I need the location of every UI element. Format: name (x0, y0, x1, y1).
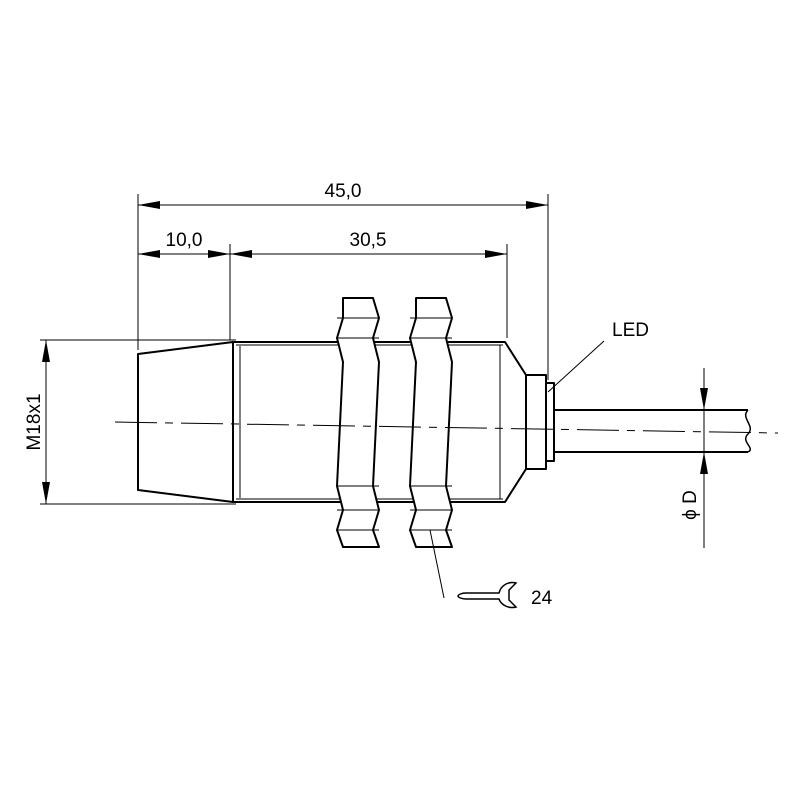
sensing-face (137, 341, 234, 503)
dimension-thread-length: 30,5 (230, 230, 507, 258)
dimension-front-length: 10,0 (138, 230, 230, 258)
dimension-thread-size: M18x1 (24, 340, 50, 504)
wrench-callout: 24 (429, 529, 553, 609)
wrench-size-label: 24 (531, 588, 553, 609)
cable (552, 409, 751, 453)
cable-diameter-label: ϕ D (680, 490, 701, 520)
led-callout: LED (547, 320, 649, 393)
rear-cap (525, 374, 555, 470)
led-label: LED (612, 320, 649, 341)
center-line (114, 421, 779, 434)
extension-lines (40, 194, 549, 505)
dimension-overall-length: 45,0 (138, 181, 548, 209)
front-length-label: 10,0 (166, 230, 203, 251)
overall-length-label: 45,0 (325, 181, 362, 202)
hex-nut-2 (409, 297, 453, 548)
hex-nut-1 (336, 297, 380, 548)
thread-length-label: 30,5 (350, 230, 387, 251)
dimension-cable-diameter: ϕ D (680, 368, 708, 548)
thread-size-label: M18x1 (24, 393, 45, 450)
wrench-icon (457, 581, 518, 609)
